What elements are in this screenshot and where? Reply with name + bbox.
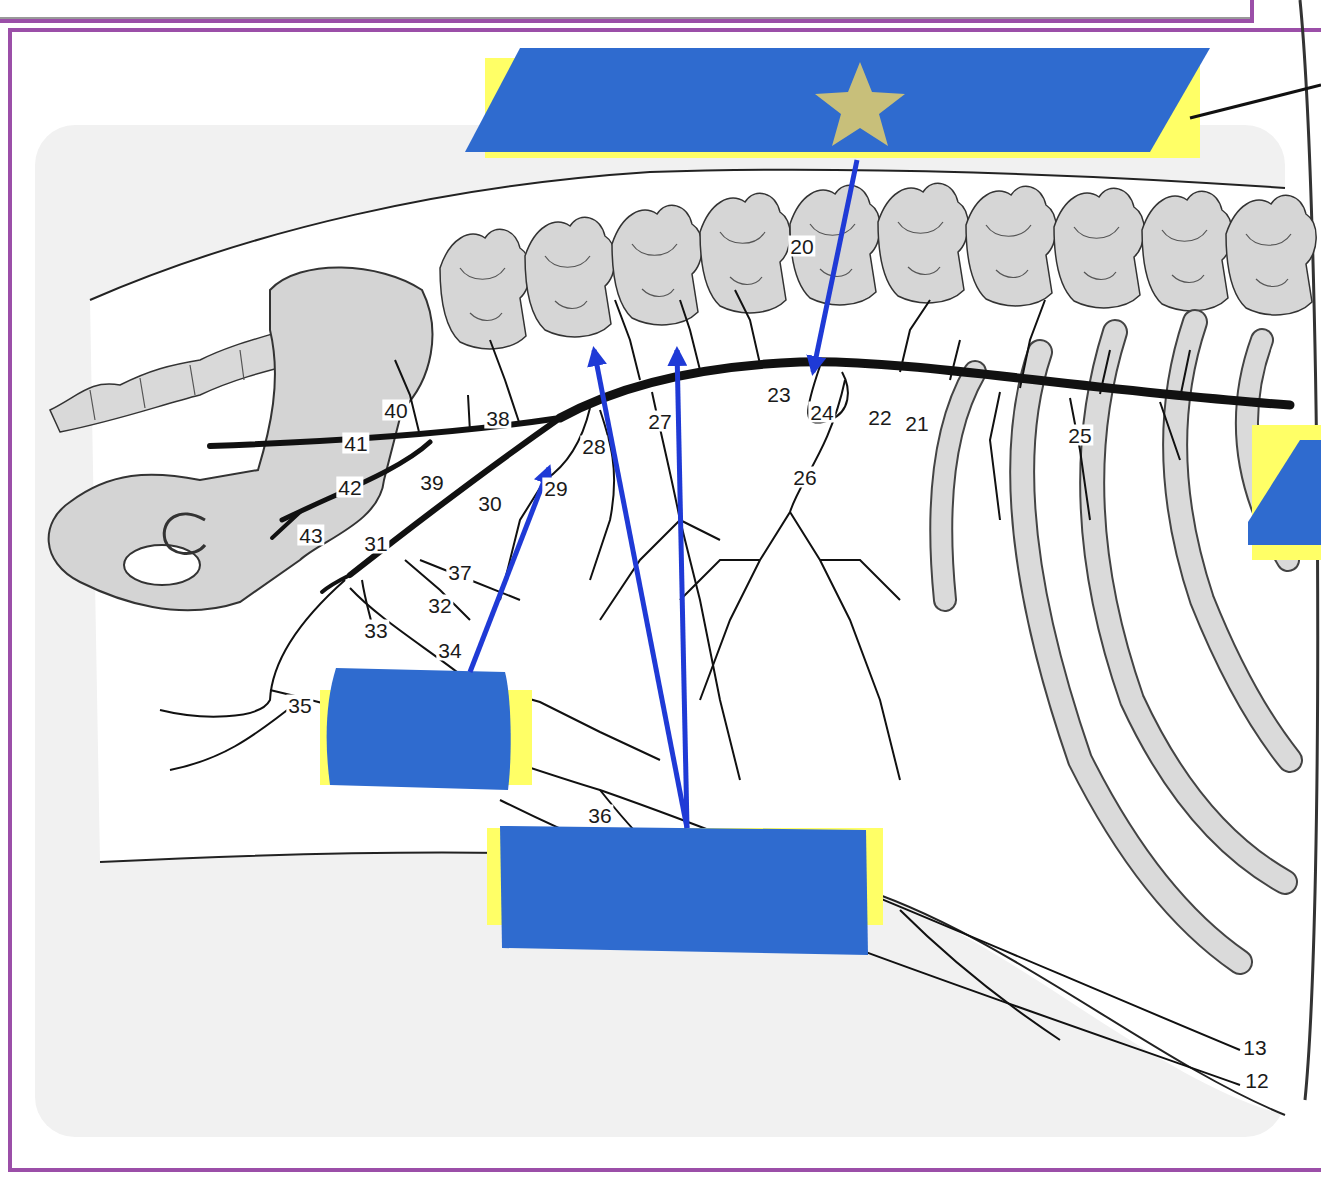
illustration-part (50, 328, 302, 432)
illustration-part (1248, 440, 1321, 545)
illustration-part (680, 560, 900, 600)
illustration-part (878, 183, 968, 303)
illustration-part (1226, 195, 1316, 315)
illustration-part (1190, 85, 1321, 118)
callout-number: 23 (765, 384, 792, 405)
illustration-part (700, 380, 845, 700)
illustration-part (941, 372, 975, 600)
callout-number: 39 (418, 472, 445, 493)
illustration-part (594, 350, 687, 828)
illustration-part (990, 392, 1180, 520)
illustration-part (790, 512, 900, 780)
illustration-part (600, 520, 720, 620)
callout-number: 31 (362, 533, 389, 554)
illustration-part (525, 217, 615, 337)
illustration-part (470, 160, 857, 828)
callout-number: 37 (446, 562, 473, 583)
illustration-part (395, 360, 470, 436)
illustration-part (941, 322, 1290, 962)
illustration-part (465, 48, 1210, 152)
illustration-part (90, 350, 244, 420)
callout-number: 27 (646, 411, 673, 432)
illustration-part (900, 300, 1190, 398)
callout-number: 42 (336, 477, 363, 498)
illustration-part (350, 418, 560, 575)
illustration-part (440, 229, 530, 349)
callout-number: 24 (808, 402, 835, 423)
illustration-part (327, 668, 511, 790)
illustration-part (815, 62, 905, 146)
illustration-part (10, 30, 1321, 1170)
illustration-part (160, 580, 345, 717)
illustration-part (612, 205, 702, 325)
illustration-part (0, 0, 1252, 21)
callout-number: 26 (791, 467, 818, 488)
illustration-part (170, 700, 1060, 1040)
callout-number: 36 (586, 805, 613, 826)
callout-number: 38 (484, 408, 511, 429)
illustration-part (677, 350, 687, 828)
callout-number: 22 (866, 407, 893, 428)
illustration-part (35, 125, 1285, 1137)
illustration-part (0, 17, 1250, 19)
illustration-part (124, 545, 200, 585)
callout-number: 40 (382, 400, 409, 421)
callout-number: 33 (362, 620, 389, 641)
callout-number: 43 (297, 525, 324, 546)
callout-number: 28 (580, 436, 607, 457)
illustration-part (164, 514, 205, 554)
callout-number: 25 (1066, 425, 1093, 446)
illustration-part (1054, 188, 1144, 308)
callout-number: 29 (542, 478, 569, 499)
illustration-part (160, 290, 1240, 1085)
illustration-part (500, 826, 868, 955)
illustration-part (362, 580, 372, 625)
illustration-part (941, 372, 975, 600)
callout-number: 34 (436, 640, 463, 661)
illustration-part (490, 290, 760, 425)
callout-number: 30 (476, 493, 503, 514)
callout-number: 12 (1243, 1070, 1270, 1091)
callout-number: 35 (286, 695, 313, 716)
callout-number: 13 (1241, 1037, 1268, 1058)
illustration-part (813, 160, 857, 372)
illustration-part (500, 408, 590, 600)
illustration-part (282, 442, 430, 520)
illustration-part (272, 512, 300, 538)
illustration-part (966, 186, 1056, 306)
callout-number: 32 (426, 595, 453, 616)
callout-number: 41 (342, 433, 369, 454)
callout-number: 20 (788, 236, 815, 257)
illustration-part (700, 193, 790, 313)
callout-number: 21 (903, 413, 930, 434)
illustration-part (470, 468, 549, 672)
illustration-part (210, 362, 1290, 592)
illustration-part (1142, 191, 1232, 311)
